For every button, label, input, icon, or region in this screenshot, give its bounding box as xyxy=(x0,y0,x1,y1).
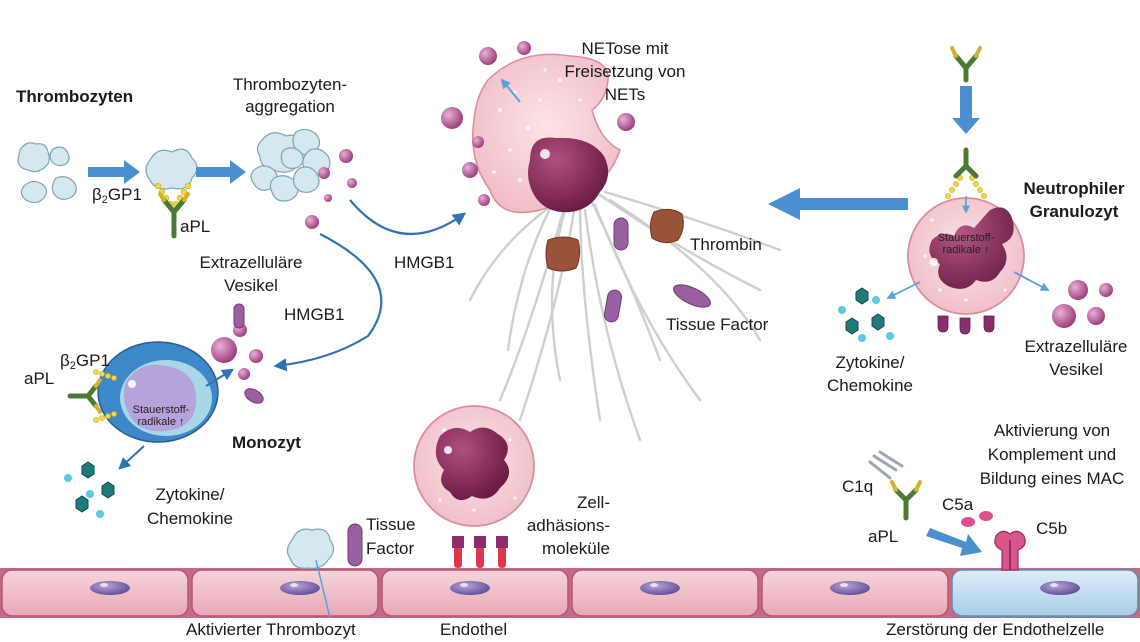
tissue-factor-monocyte xyxy=(233,303,264,404)
label-b2gp1-monocyte: β2GP1 xyxy=(60,350,110,377)
arrow-to-aggregation xyxy=(196,160,246,184)
resting-platelets xyxy=(17,142,77,204)
endothelium-layer xyxy=(0,568,1140,618)
label-zytokine-right-1: Zytokine/ xyxy=(835,353,905,372)
endothelial-cell xyxy=(1,569,189,617)
label-zytokine-right-2: Chemokine xyxy=(827,376,913,395)
label-netose-2: Freisetzung von xyxy=(564,62,686,81)
b2gp1-top-suffix: GP1 xyxy=(107,185,142,204)
b2gp1-mono-prefix: β xyxy=(60,351,70,370)
label-netose-3: NETs xyxy=(604,85,646,104)
arrow-to-mac xyxy=(926,528,982,556)
label-vesikel-left-2: Vesikel xyxy=(224,276,278,295)
antibody-top-right xyxy=(950,46,982,83)
label-stauerstoff-mono-1: Stauerstoff- xyxy=(132,404,190,416)
label-apl-monocyte: aPL xyxy=(24,369,55,388)
label-aggregation-2: aggregation xyxy=(245,97,335,116)
net-vesicles xyxy=(441,41,635,206)
monocyte-to-cytokines-arrow xyxy=(118,445,145,470)
label-stauerstoff-neut-1: Stauerstoff- xyxy=(937,232,995,244)
label-komplement-3: Bildung eines MAC xyxy=(979,469,1125,488)
net-strands xyxy=(468,188,782,442)
label-neutrophil-2: Granulozyt xyxy=(1029,202,1119,221)
netosis-neutrophil xyxy=(471,53,621,214)
neutrophil-to-vesicles-arrow xyxy=(1013,271,1050,291)
label-neutrophil-1: Neutrophiler xyxy=(1023,179,1125,198)
label-thrombin: Thrombin xyxy=(690,235,762,254)
c5a-fragments xyxy=(961,511,993,527)
arrow-platelets-to-b2gp1 xyxy=(88,160,140,184)
label-zelladh-1: Zell- xyxy=(576,493,610,512)
label-vesikel-left-1: Extrazelluläre xyxy=(199,253,303,272)
label-aggregation-1: Thrombozyten- xyxy=(232,75,348,94)
label-tissue-factor-net: Tissue Factor xyxy=(666,315,769,334)
vesicles-monocyte xyxy=(211,323,263,380)
cytokines-right xyxy=(838,287,894,342)
label-zytokine-left-2: Chemokine xyxy=(147,509,233,528)
label-vesikel-right-2: Vesikel xyxy=(1049,360,1103,379)
c5b-mac-pore xyxy=(994,530,1026,571)
endothelial-cell xyxy=(571,569,759,617)
netosis-release-arrow xyxy=(500,78,521,103)
endothelial-cell xyxy=(191,569,379,617)
monocyte-cell xyxy=(67,341,219,443)
b2gp1-top-prefix: β xyxy=(92,185,102,204)
endothelial-cell xyxy=(381,569,569,617)
label-c1q: C1q xyxy=(842,477,874,496)
label-apl-bottom: aPL xyxy=(868,527,899,546)
label-komplement-1: Aktivierung von xyxy=(993,421,1111,440)
label-komplement-2: Komplement und xyxy=(987,445,1117,464)
small-vesicles-aggregation xyxy=(305,149,357,229)
hmgb1-arrow-left xyxy=(273,233,383,372)
label-hmgb1-left: HMGB1 xyxy=(284,305,345,324)
hmgb1-arrow-center xyxy=(349,199,467,236)
thrombin-molecules xyxy=(545,208,684,272)
label-tissue-bottom-1: Tissue xyxy=(366,515,416,534)
label-tissue-bottom-2: Factor xyxy=(366,539,415,558)
tissue-factor-molecules xyxy=(603,217,711,323)
adherent-neutrophil xyxy=(413,405,535,568)
label-aktivierter-thrombozyt: Aktivierter Thrombozyt xyxy=(186,620,356,639)
label-vesikel-right-1: Extrazelluläre xyxy=(1024,337,1128,356)
neutrophil-granulocyte xyxy=(907,147,1025,335)
b2gp1-mono-suffix: GP1 xyxy=(75,351,110,370)
label-apl-top: aPL xyxy=(180,217,211,236)
activated-platelet-bottom xyxy=(286,528,335,619)
label-zytokine-left-1: Zytokine/ xyxy=(155,485,225,504)
vesicles-right xyxy=(1052,280,1113,328)
monocyte-to-vesicles-arrow xyxy=(205,368,235,387)
label-c5b: C5b xyxy=(1036,519,1068,538)
label-zerstoerung: Zerstörung der Endothelzelle xyxy=(886,620,1105,639)
b2gp1-mono-sub: 2 xyxy=(69,360,76,372)
label-zelladh-2: adhäsions- xyxy=(526,516,610,535)
label-monozyt: Monozyt xyxy=(232,433,301,452)
label-zelladh-3: moleküle xyxy=(541,539,610,558)
label-hmgb1-center: HMGB1 xyxy=(394,253,455,272)
label-netose-1: NETose mit xyxy=(581,39,669,58)
c1q-antibody-complex xyxy=(868,450,922,521)
label-endothel: Endothel xyxy=(440,620,508,639)
label-stauerstoff-mono-2: radikale ↑ xyxy=(137,416,185,428)
cytokines-left xyxy=(64,461,115,518)
label-stauerstoff-neut-2: radikale ↑ xyxy=(942,244,990,256)
arrow-antibody-down xyxy=(952,86,980,134)
b2gp1-top-sub: 2 xyxy=(101,194,108,206)
label-c5a: C5a xyxy=(942,495,974,514)
arrow-neutrophil-to-netose xyxy=(768,188,908,220)
label-thrombozyten: Thrombozyten xyxy=(16,87,134,106)
label-b2gp1-top: β2GP1 xyxy=(92,184,142,211)
endothelial-cell xyxy=(761,569,949,617)
platelet-aggregate xyxy=(250,128,331,202)
tissue-factor-bottom xyxy=(347,523,363,567)
activated-platelet-with-apl xyxy=(145,148,198,239)
damaged-endothelial-cell xyxy=(951,569,1139,617)
neutrophil-to-cytokines-arrow xyxy=(886,281,921,299)
